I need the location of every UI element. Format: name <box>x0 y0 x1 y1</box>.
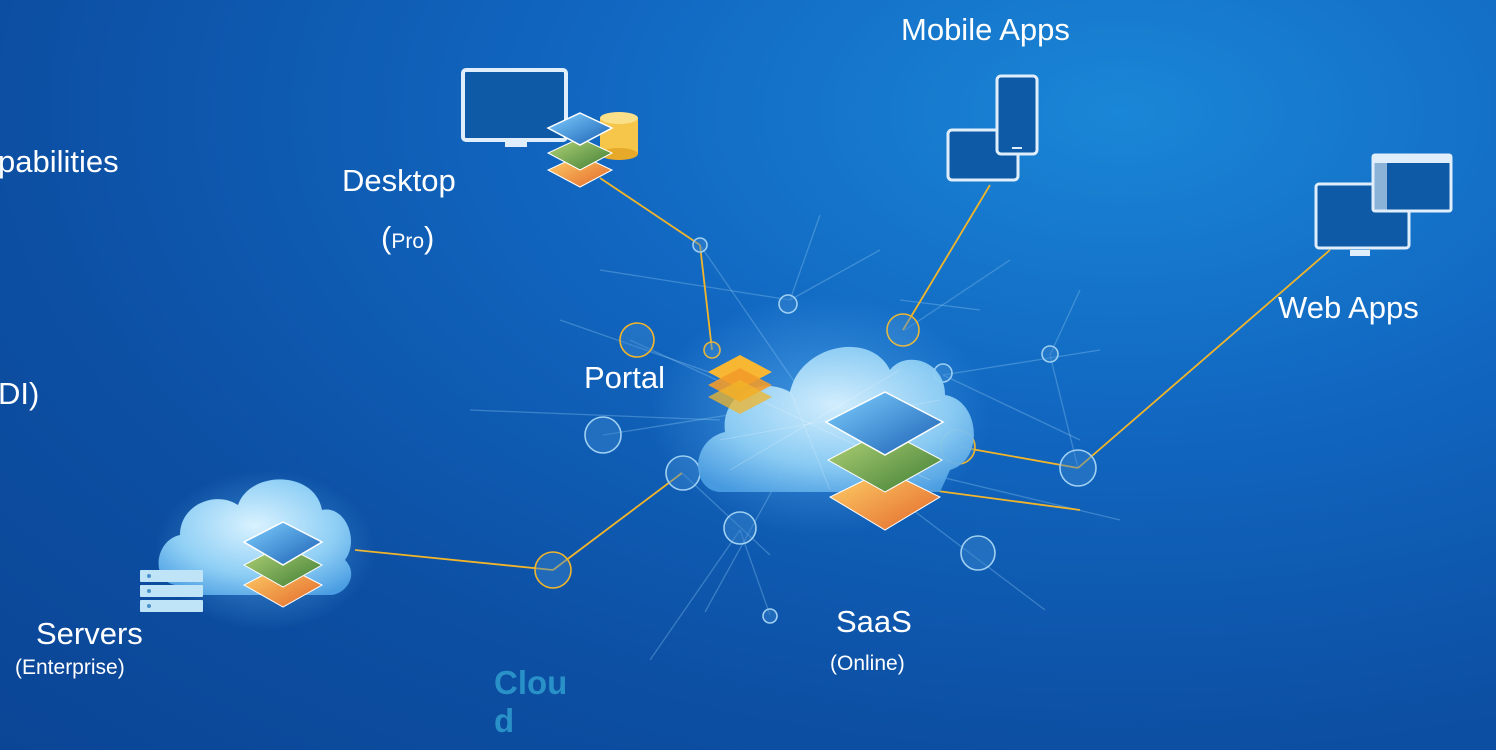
servers-label: Servers <box>36 616 143 651</box>
portal-label: Portal <box>584 360 665 395</box>
saas-map-stack-icon <box>824 391 945 531</box>
web-apps-label: Web Apps <box>1278 290 1419 325</box>
mobile-apps-label: Mobile Apps <box>901 12 1070 47</box>
saas-label: SaaS <box>836 604 912 639</box>
servers-sub-label: (Enterprise) <box>15 656 125 679</box>
web-apps-icon <box>1314 153 1453 256</box>
server-rack-icon <box>140 570 203 612</box>
left-text-di: DI) <box>0 376 40 411</box>
desktop-label: Desktop <box>342 163 456 198</box>
desktop-computer-icon <box>461 68 638 188</box>
portal-layers-icon <box>708 355 772 414</box>
portal-cloud-icon <box>650 295 990 535</box>
saas-sub-label: (Online) <box>830 652 905 675</box>
left-text-capabilities: pabilities <box>0 144 119 179</box>
mobile-devices-icon <box>946 74 1039 182</box>
cloud-label: Cloud <box>494 664 568 739</box>
desktop-sub-label: (Pro) <box>381 220 435 255</box>
servers-cloud-icon <box>155 470 375 630</box>
